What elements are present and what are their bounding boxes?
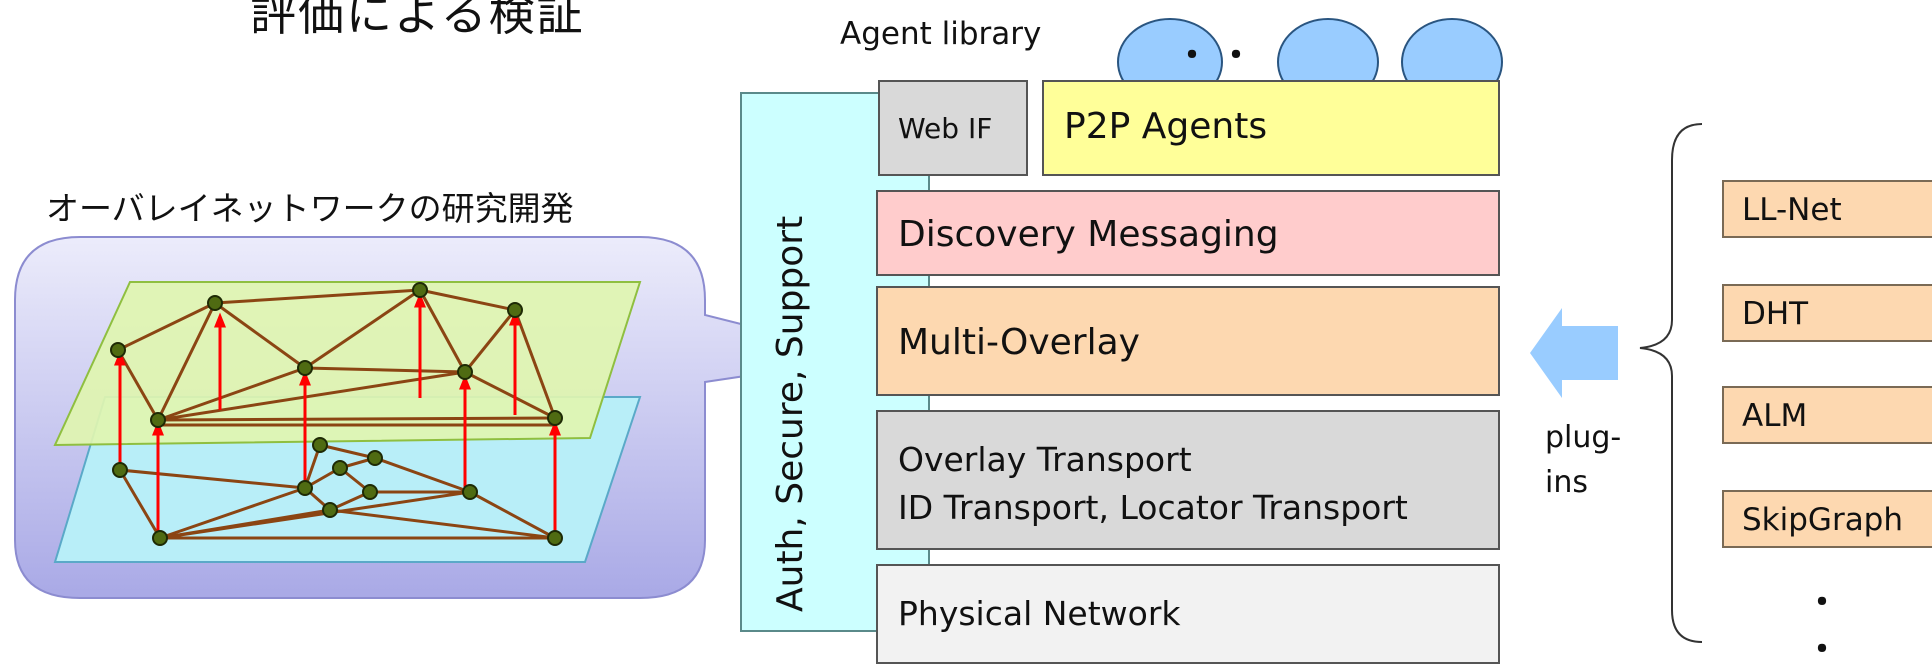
network-nodes — [110, 282, 563, 546]
web-if-label: Web IF — [898, 112, 993, 145]
agent-ellipsis-dots: ・・ — [1175, 36, 1263, 76]
plugin-arrow-icon — [1530, 308, 1618, 398]
page-title: 評価による検証 — [250, 0, 585, 41]
web-if-box: Web IF — [878, 80, 1028, 176]
plugin-more-dots-2: ・ — [1805, 630, 1839, 670]
overlay-transport-layer: Overlay Transport ID Transport, Locator … — [876, 410, 1500, 550]
physical-network-layer: Physical Network — [876, 564, 1500, 664]
p2p-agents-label: P2P Agents — [1064, 106, 1268, 147]
id-locator-transport-label: ID Transport, Locator Transport — [898, 488, 1408, 527]
plugin-ll-net-label: LL-Net — [1742, 192, 1842, 228]
plugin-skipgraph-label: SkipGraph — [1742, 502, 1904, 538]
upper-links — [116, 288, 557, 427]
plugins-label-line2: ins — [1545, 465, 1588, 500]
auth-secure-support-label: Auth, Secure, Support — [770, 215, 811, 612]
plugin-alm: ALM — [1722, 386, 1932, 444]
overlay-network-caption: オーバレイネットワークの研究開発 — [46, 189, 574, 228]
p2p-agents-box: P2P Agents — [1042, 80, 1500, 176]
plugin-dht-label: DHT — [1742, 296, 1809, 332]
plugin-alm-label: ALM — [1742, 398, 1808, 434]
discovery-messaging-layer: Discovery Messaging — [876, 190, 1500, 276]
overlay-network-diagram — [14, 236, 873, 599]
curly-brace-icon — [1639, 123, 1703, 643]
multi-overlay-label: Multi-Overlay — [898, 322, 1140, 363]
plugin-ll-net: LL-Net — [1722, 180, 1932, 238]
discovery-messaging-label: Discovery Messaging — [898, 214, 1279, 255]
multi-overlay-layer: Multi-Overlay — [876, 286, 1500, 396]
overlay-transport-label: Overlay Transport — [898, 440, 1192, 479]
plugin-skipgraph: SkipGraph — [1722, 490, 1932, 548]
plugin-dht: DHT — [1722, 284, 1932, 342]
agent-library-label: Agent library — [840, 16, 1042, 52]
plugins-label-line1: plug- — [1545, 420, 1622, 455]
plugin-more-dots: ・ — [1805, 583, 1839, 623]
mapping-arrows — [114, 292, 561, 535]
physical-network-label: Physical Network — [898, 594, 1181, 633]
